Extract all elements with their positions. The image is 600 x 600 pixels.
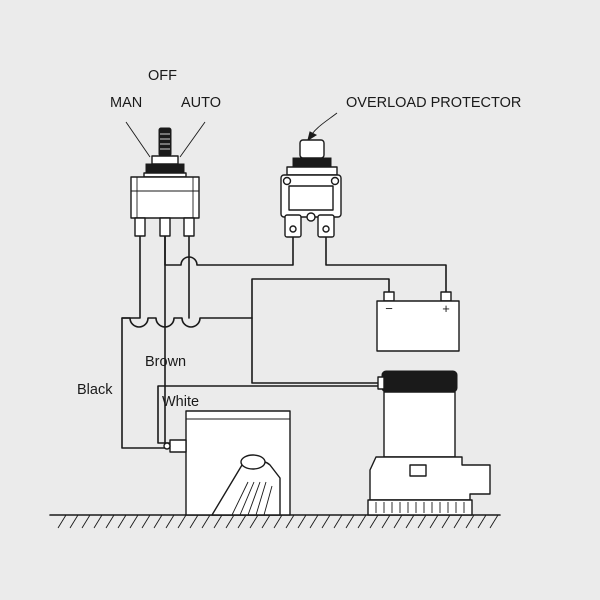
crossover-line (121, 317, 253, 328)
battery-negative-symbol: − (385, 301, 393, 316)
switch-label-off: OFF (148, 68, 177, 84)
switch-label-auto: AUTO (181, 95, 222, 111)
wire-label-brown: Brown (145, 354, 187, 370)
bilge-pump (367, 370, 491, 516)
toggle-switch (130, 127, 200, 237)
battery-negative-wire (251, 278, 390, 384)
wire-label-black: Black (77, 382, 113, 398)
switch-label-man: MAN (110, 95, 143, 111)
float-switch (163, 410, 291, 516)
ground-line (49, 514, 501, 529)
switch-label-leaders (125, 121, 206, 158)
wire-label-white: White (162, 394, 200, 410)
overload-leader (307, 112, 338, 142)
overload-protector-label: OVERLOAD PROTECTOR (346, 95, 522, 111)
battery (376, 291, 460, 352)
overload-to-battery-wire (325, 234, 447, 297)
wires (121, 234, 447, 449)
switch-to-overload-wire (164, 234, 294, 266)
overload-protector (280, 139, 342, 238)
battery-positive-symbol: + (442, 301, 450, 316)
